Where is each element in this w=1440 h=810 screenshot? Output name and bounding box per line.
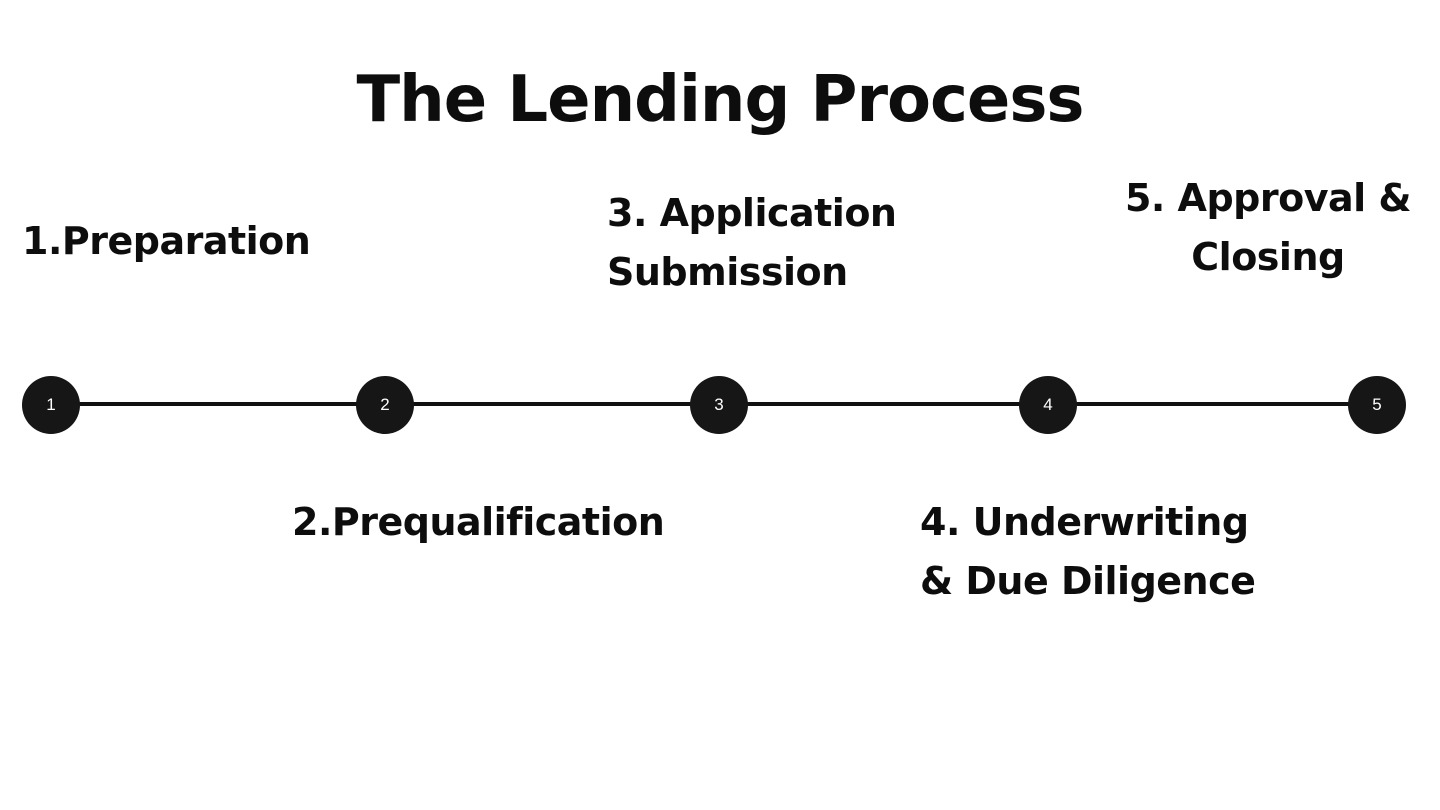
step-label-2: 2.Prequalification (292, 493, 665, 552)
step-label-3-line-1: 3. Application (607, 191, 897, 235)
step-label-2-line-1: 2.Prequalification (292, 500, 665, 544)
step-label-3: 3. Application Submission (607, 184, 897, 302)
step-label-1: 1.Preparation (22, 212, 311, 271)
step-node-2: 2 (356, 376, 414, 434)
step-label-4-line-1: 4. Underwriting (920, 500, 1249, 544)
step-node-3: 3 (690, 376, 748, 434)
step-node-5: 5 (1348, 376, 1406, 434)
step-label-5-line-1: 5. Approval & (1124, 176, 1412, 220)
step-label-3-line-2: Submission (607, 250, 848, 294)
step-label-5: 5. Approval & Closing (1118, 169, 1418, 287)
step-label-4: 4. Underwriting & Due Diligence (920, 493, 1256, 611)
step-label-4-line-2: & Due Diligence (920, 559, 1256, 603)
step-node-4: 4 (1019, 376, 1077, 434)
step-label-5-line-2: Closing (1191, 235, 1345, 279)
step-label-1-line-1: 1.Preparation (22, 219, 311, 263)
step-node-1: 1 (22, 376, 80, 434)
diagram-title: The Lending Process (356, 63, 1084, 137)
